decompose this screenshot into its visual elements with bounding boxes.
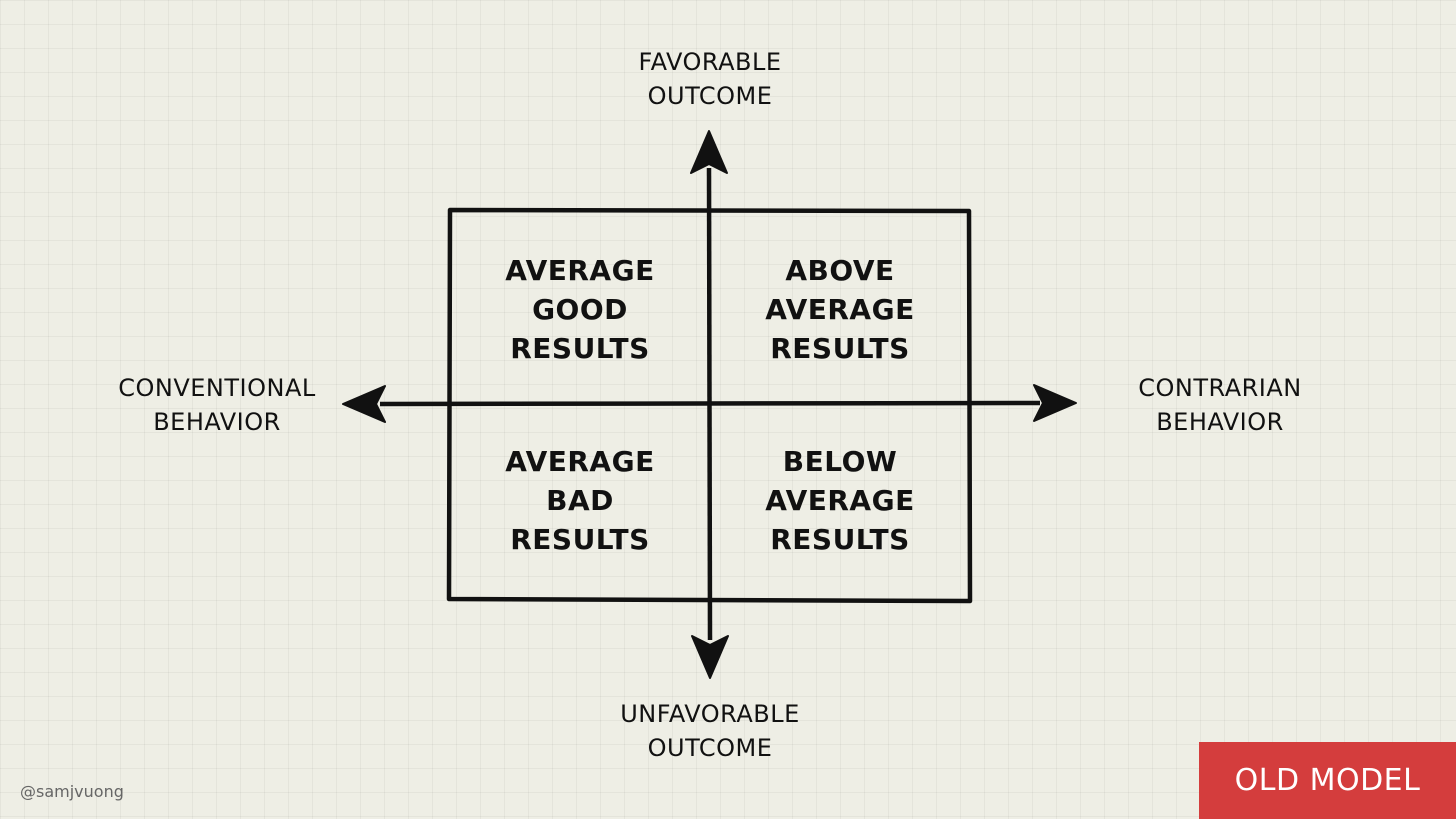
quadrant-top-right: ABOVE AVERAGE RESULTS [765, 254, 915, 365]
arrow-up-icon [690, 130, 728, 174]
author-credit: @samjvuong [20, 782, 124, 801]
axis-label-bottom: UNFAVORABLE OUTCOME [620, 700, 800, 762]
quadrant-bottom-right: BELOW AVERAGE RESULTS [765, 445, 915, 556]
quadrant-bottom-left: AVERAGE BAD RESULTS [505, 445, 655, 556]
matrix-box [446, 207, 973, 604]
arrow-down-icon [691, 635, 729, 679]
arrow-right-icon [1033, 384, 1077, 422]
axis-label-left: CONVENTIONAL BEHAVIOR [118, 374, 316, 436]
axis-label-top: FAVORABLE OUTCOME [638, 48, 782, 110]
old-model-badge: OLD MODEL [1199, 742, 1456, 819]
vertical-axis [706, 167, 713, 641]
axis-label-right: CONTRARIAN BEHAVIOR [1138, 374, 1302, 436]
arrow-left-icon [342, 385, 386, 423]
quadrant-top-left: AVERAGE GOOD RESULTS [505, 254, 655, 365]
